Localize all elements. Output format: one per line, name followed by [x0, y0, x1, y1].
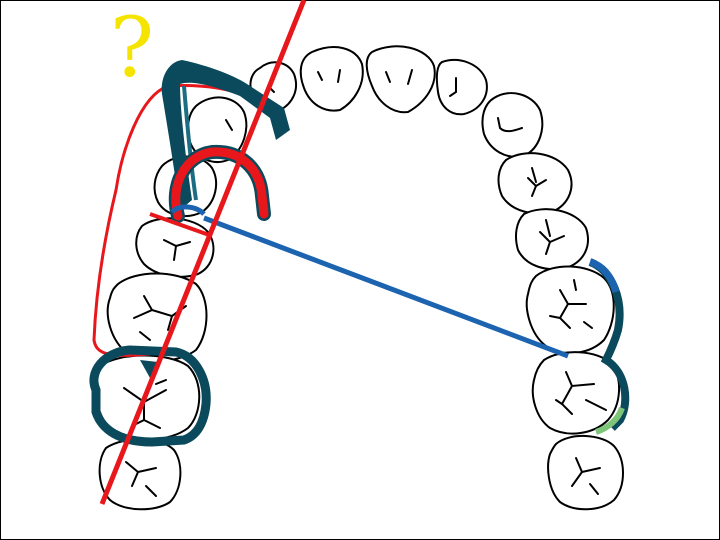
tooth-molar-right-2 — [531, 351, 621, 435]
blue-clip — [170, 204, 206, 216]
molar-band-blue — [588, 258, 620, 294]
bracket-icon — [161, 60, 290, 210]
red-axis-line — [99, 0, 307, 505]
red-tick — [149, 212, 213, 238]
tooth-premolar-left-2 — [135, 217, 215, 278]
transpalatal-line — [203, 215, 569, 359]
bracket-highlight — [182, 85, 198, 201]
tooth-lateral-right — [435, 59, 488, 116]
tooth-central-left — [299, 46, 364, 112]
tooth-central-right — [365, 45, 436, 114]
tooth-molar-right-1 — [525, 265, 615, 355]
loop-red — [171, 147, 269, 221]
tooth-premolar-right-1 — [497, 152, 573, 215]
cusp-icon — [140, 360, 158, 378]
tooth-molar-left-1 — [106, 272, 208, 363]
molar-band-left — [89, 345, 211, 447]
question-mark-icon: ? — [110, 8, 154, 90]
green-mark — [594, 406, 625, 435]
tooth-premolar-right-2 — [515, 208, 589, 271]
tooth-molar-right-3 — [547, 434, 624, 511]
question-mark-text: ? — [110, 1, 154, 96]
tooth-canine-right — [481, 92, 544, 158]
